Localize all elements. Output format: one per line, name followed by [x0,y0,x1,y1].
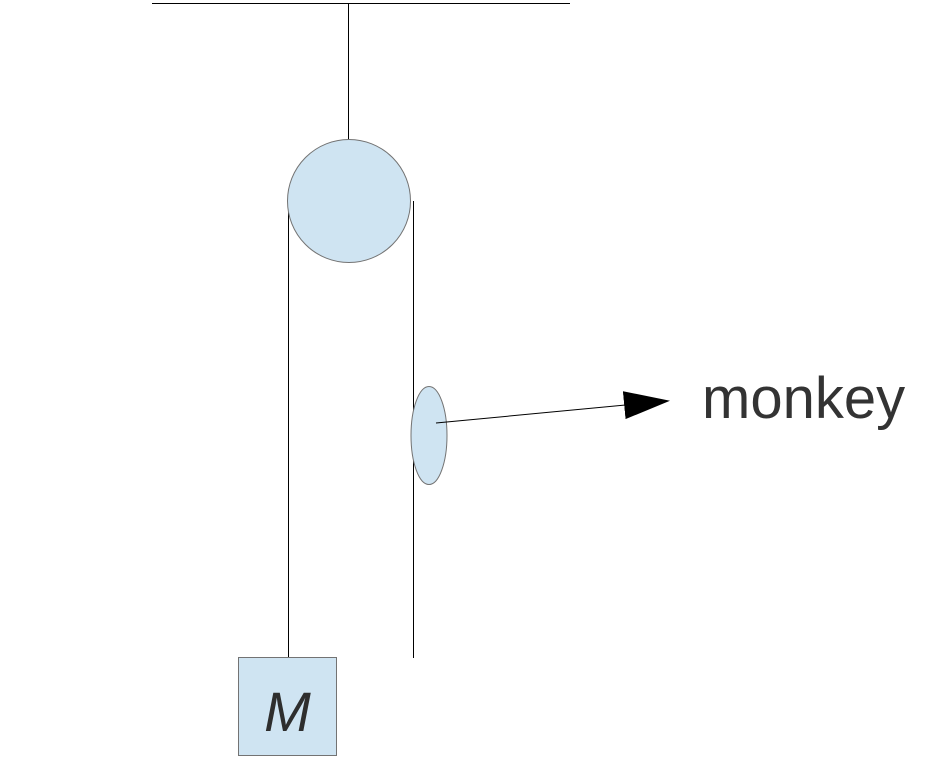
monkey-shape [410,386,448,485]
mass-label: M [264,680,311,743]
monkey-pointer-arrow [435,391,670,424]
pulley [287,139,411,263]
mass-block [238,657,337,756]
monkey-label: monkey [702,366,905,431]
